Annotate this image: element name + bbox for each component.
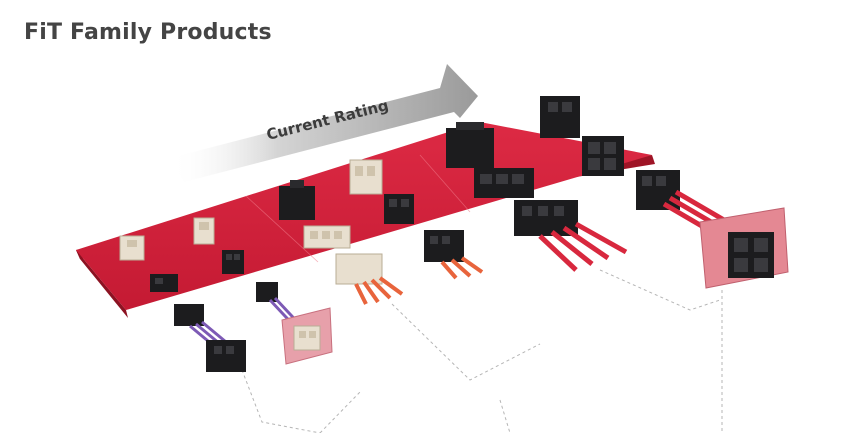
black-connector-large-a (446, 122, 494, 168)
black-connector-square (384, 194, 414, 224)
board-edge-front (76, 250, 128, 318)
black-connector-small-b (222, 250, 244, 274)
page-title: FiT Family Products (24, 20, 272, 45)
cable-assembly-orange-ivory (335, 253, 404, 305)
ivory-connector-wide (303, 225, 351, 249)
board-seam-right (419, 154, 471, 213)
ivory-connector-tall (349, 159, 383, 195)
black-connector-small-a (150, 274, 178, 292)
cable-assembly-orange-black (424, 230, 484, 280)
ivory-connector-small-a (119, 235, 145, 261)
black-connector-tall (279, 180, 315, 220)
black-connector-wide (474, 168, 534, 198)
cable-assembly-purple-black (174, 304, 246, 372)
cable-assembly-red-wide (514, 200, 628, 272)
board-seam-left (245, 195, 319, 263)
cable-assembly-red-panel (636, 170, 789, 289)
black-connector-large-c (582, 136, 624, 176)
ivory-connector-small-b (193, 217, 215, 245)
black-connector-large-b (540, 96, 580, 138)
cable-assembly-purple-panel (256, 282, 333, 365)
leader-lines (241, 269, 723, 433)
arrow-shape (170, 64, 478, 182)
